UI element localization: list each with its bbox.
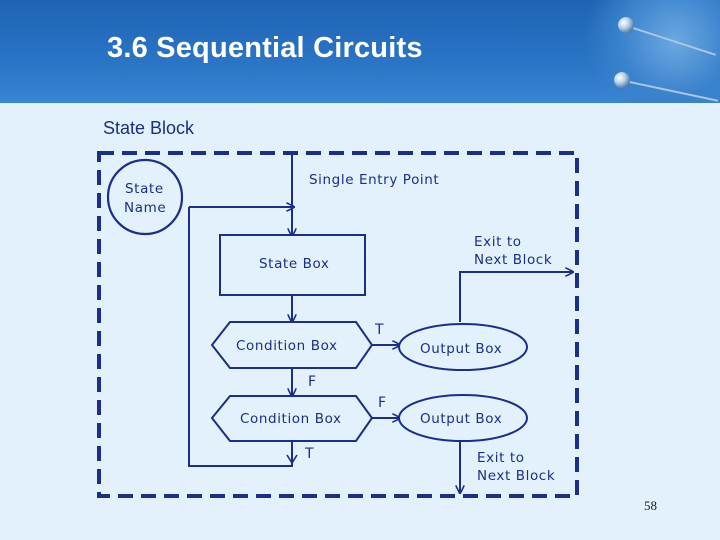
true-label-2: T [304,446,314,462]
header-decoration [570,0,720,103]
true-loop-arrowhead [286,454,298,465]
exit-bottom-label-line1: Exit to [477,450,525,466]
false-label-2: F [378,395,386,411]
state-name-label-line1: State [125,181,164,197]
output-box-2 [398,394,528,442]
true-label-1: T [374,322,384,338]
page-number: 58 [644,498,657,513]
output-box-2-label: Output Box [420,411,502,427]
false-label-1: F [308,374,316,390]
slide-header [0,0,720,103]
true-loop-back [188,207,293,467]
state-name-circle [106,158,184,236]
exit-bottom-label-line2: Next Block [477,468,555,484]
condition-box-2-label: Condition Box [240,411,342,427]
state-block-boundary [97,151,579,498]
slide-subtitle: State Block [103,118,195,138]
state-box [219,234,366,296]
exit-top-path [459,272,573,322]
condition-box-2 [210,395,374,442]
single-entry-point-label: Single Entry Point [309,172,439,188]
condition-box-1 [210,321,374,369]
condition-box-1-label: Condition Box [236,338,338,354]
exit-top-label-line2: Next Block [474,252,552,268]
slide-title: 3.6 Sequential Circuits [107,32,423,64]
output-box-1-label: Output Box [420,341,502,357]
output-box-1 [398,323,528,371]
state-name-label-line2: Name [124,200,166,216]
state-box-label: State Box [259,256,330,272]
exit-top-label-line1: Exit to [474,234,522,250]
